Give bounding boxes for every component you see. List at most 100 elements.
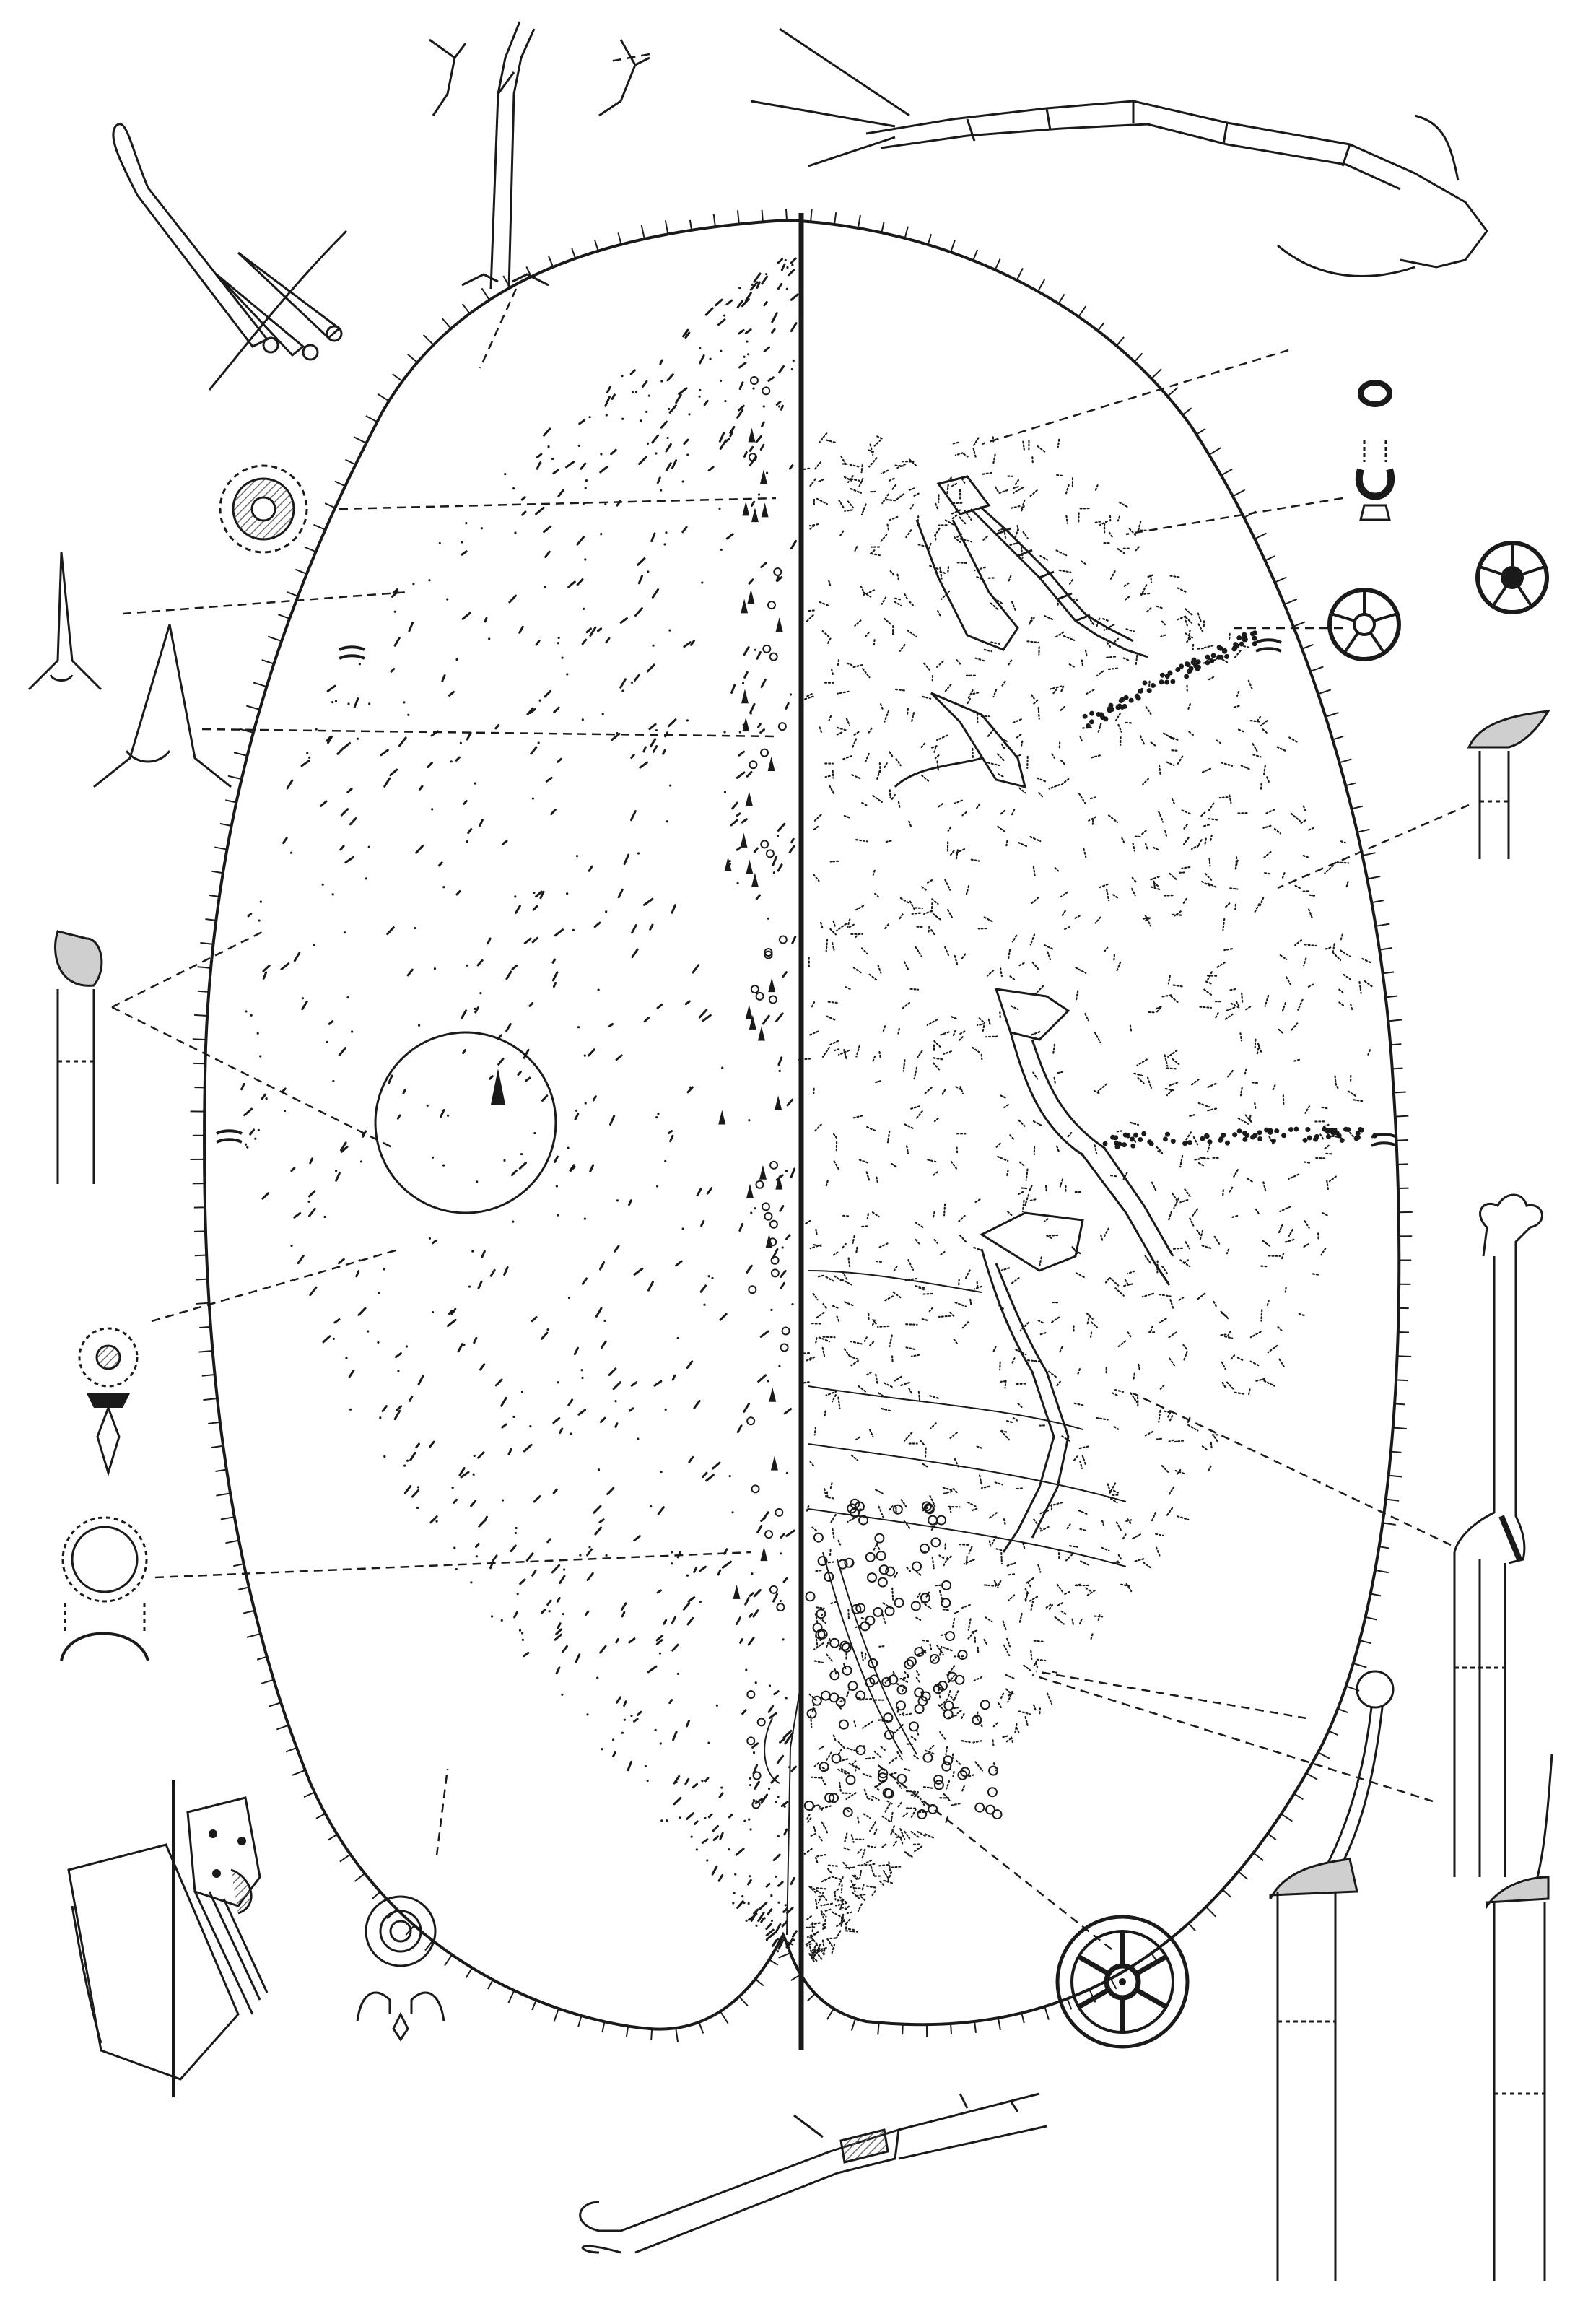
dorsal-seta <box>717 1569 722 1576</box>
dorsal-pore <box>301 997 304 1000</box>
dorsal-pore <box>459 741 462 744</box>
ventral-duct <box>1121 1283 1134 1287</box>
ventral-duct <box>1229 887 1239 890</box>
dorsal-pore <box>453 1546 456 1549</box>
dorsal-seta <box>771 312 778 323</box>
dorsal-seta <box>643 1017 650 1023</box>
ventral-duct <box>1364 980 1374 988</box>
ventral-duct <box>1244 1068 1247 1075</box>
dorsal-pore <box>335 1170 338 1172</box>
dorsal-pore <box>377 1341 380 1344</box>
ventral-duct <box>915 1285 926 1289</box>
dorsal-seta <box>614 1422 619 1428</box>
vulvar-pore <box>904 1659 915 1670</box>
ventral-duct <box>1031 456 1034 464</box>
spiracular-pore <box>1146 688 1152 694</box>
ventral-duct <box>1056 474 1063 477</box>
vulvar-pore <box>988 1765 999 1776</box>
ventral-duct <box>1170 995 1179 1004</box>
ventral-duct <box>1168 1415 1174 1423</box>
dorsal-pore <box>686 719 689 722</box>
ventral-duct <box>1343 973 1351 980</box>
ventral-duct <box>993 1580 999 1588</box>
ventral-microduct-detail <box>1356 380 1395 521</box>
ventral-duct <box>904 529 912 540</box>
ventral-duct <box>1101 1546 1110 1552</box>
ventral-duct <box>828 1040 839 1046</box>
dorsal-seta <box>521 510 527 516</box>
marginal-seta <box>233 752 248 757</box>
vulvar-pore <box>924 1504 935 1515</box>
ventral-duct <box>813 1642 824 1650</box>
ventral-duct <box>1234 649 1242 658</box>
dorsal-seta <box>772 1593 779 1603</box>
dorsal-pore <box>584 558 587 561</box>
ventral-duct <box>1172 1192 1178 1201</box>
dorsal-seta <box>581 1277 588 1285</box>
dorsal-seta <box>725 533 734 540</box>
dorsal-seta <box>712 1461 721 1470</box>
vulvar-pore <box>922 1752 933 1763</box>
ventral-duct <box>825 1276 834 1282</box>
spiracular-pore <box>1117 1141 1122 1147</box>
dorsal-pore <box>707 1275 710 1278</box>
ventral-duct <box>1231 1214 1239 1219</box>
marginal-seta <box>208 1421 220 1424</box>
ventral-duct <box>846 918 851 928</box>
ventral-duct <box>956 1146 959 1154</box>
spiracular-pore <box>1221 1132 1226 1138</box>
dorsal-seta <box>261 1093 266 1100</box>
dorsal-pore <box>647 570 650 573</box>
dorsal-seta <box>598 1518 605 1523</box>
dorsal-pore <box>772 871 776 874</box>
dorsal-pore <box>621 417 624 420</box>
spiracular-pore <box>1218 1137 1223 1143</box>
ventral-duct <box>1181 866 1191 869</box>
dorsal-pore <box>745 1919 748 1922</box>
dorsal-seta <box>730 819 738 827</box>
ventral-duct <box>813 874 820 882</box>
ventral-duct <box>1139 735 1146 747</box>
vulvar-pore <box>910 1601 921 1611</box>
marginal-seta <box>1293 621 1306 627</box>
ventral-duct <box>816 1274 824 1278</box>
marginal-seta <box>211 1445 224 1449</box>
body-outline <box>203 218 1401 2031</box>
vulvar-pore <box>816 1609 826 1619</box>
ventral-duct <box>1091 1321 1098 1328</box>
dorsal-pore <box>539 461 542 464</box>
dorsal-pore <box>770 1308 773 1311</box>
ventral-duct <box>1199 1157 1210 1160</box>
ventral-duct <box>912 492 920 498</box>
dorsal-seta <box>409 1451 416 1461</box>
dorsal-seta <box>655 1635 664 1642</box>
dorsal-seta <box>736 1424 743 1434</box>
dorsal-pore <box>658 1652 662 1655</box>
ventral-duct <box>866 1863 876 1867</box>
ventral-duct <box>832 1734 837 1742</box>
ventral-duct <box>987 1018 991 1025</box>
ventral-duct <box>908 820 912 829</box>
dorsal-seta <box>721 1560 733 1569</box>
dorsal-pore <box>792 359 795 362</box>
ventral-duct <box>835 923 847 932</box>
ventral-duct <box>922 1463 929 1468</box>
ventral-duct <box>972 747 974 759</box>
ventral-duct <box>1350 1004 1353 1011</box>
ventral-duct <box>843 1348 852 1359</box>
ventral-duct <box>859 1869 863 1879</box>
ventral-duct <box>888 477 895 482</box>
spiracular-pore <box>1322 1126 1327 1132</box>
dorsal-seta <box>648 723 657 731</box>
ventral-duct <box>1237 1117 1249 1125</box>
marginal-seta <box>1037 279 1046 292</box>
ventral-duct <box>904 1830 911 1840</box>
vulvar-pore <box>914 1646 925 1657</box>
ventral-duct <box>1011 601 1017 612</box>
ventral-duct <box>1000 1551 1003 1565</box>
dorsal-seta <box>775 1012 784 1022</box>
dorsal-seta <box>501 840 508 845</box>
ventral-duct <box>873 1828 878 1837</box>
ventral-duct <box>821 1046 830 1058</box>
spiracular-pore <box>1232 1132 1238 1138</box>
